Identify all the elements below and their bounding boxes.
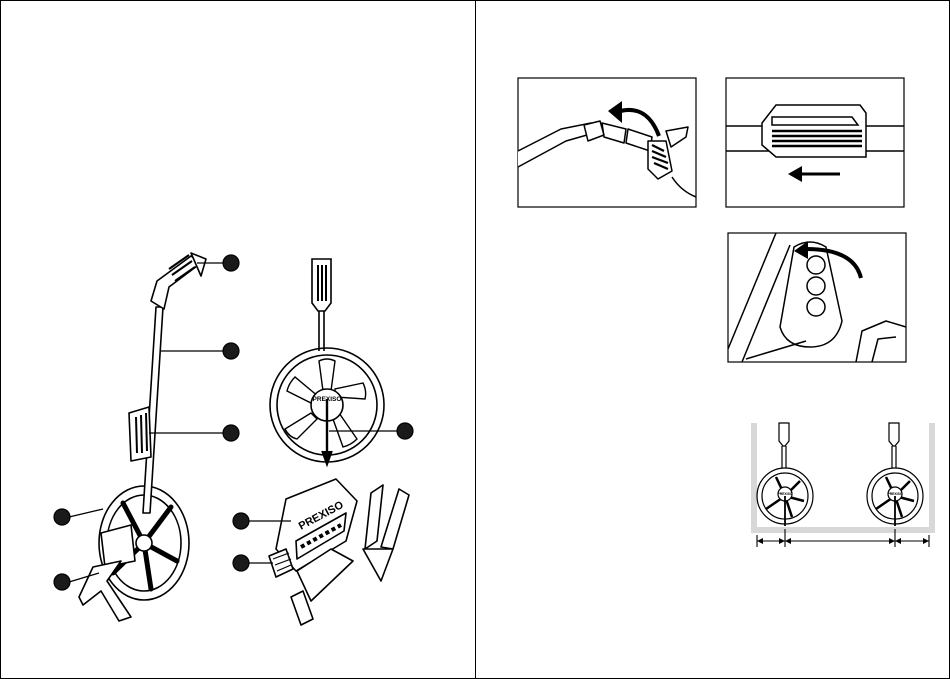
step-slide-clamp-panel xyxy=(726,78,904,207)
right-wheel-handle xyxy=(889,423,899,446)
callout-marker-kickstand xyxy=(54,574,70,590)
pointer-tip xyxy=(322,451,332,465)
callout-marker-pointer xyxy=(397,423,413,439)
callout-marker-handle xyxy=(223,255,239,271)
right-wheel-logo: PREXISO xyxy=(887,492,902,496)
wall-to-wall-measurement: PREXISO PREXISO xyxy=(751,423,935,547)
step-unfold-handle-panel xyxy=(518,78,696,207)
front-shaft xyxy=(319,311,324,351)
steps-diagram: PREXISO PREXISO xyxy=(476,1,949,678)
wheel-hub xyxy=(136,535,152,551)
callout-line-wheel xyxy=(69,509,103,517)
step-flip-kickstand-panel xyxy=(728,233,906,362)
left-page: PREXISO PREXISO xyxy=(0,0,476,679)
clamp-slot xyxy=(772,117,858,125)
callout-marker-wheel xyxy=(54,509,70,525)
counter-arm-1 xyxy=(365,485,383,549)
measuring-wheel-side-view xyxy=(79,253,206,621)
left-wheel-logo: PREXISO xyxy=(777,492,792,496)
callout-marker-reset xyxy=(233,555,249,571)
callout-marker-clamp xyxy=(223,425,239,441)
parts-diagram: PREXISO PREXISO xyxy=(1,1,475,678)
kickstand xyxy=(79,561,131,621)
measuring-wheel-front-view xyxy=(270,259,384,465)
counter-box xyxy=(101,525,135,567)
folding-clamp xyxy=(129,407,151,461)
counter-arm-2 xyxy=(381,489,409,549)
left-wheel-handle xyxy=(779,423,789,446)
callout-marker-shaft xyxy=(223,343,239,359)
right-page: PREXISO PREXISO xyxy=(475,0,950,679)
callout-marker-counter xyxy=(233,513,249,529)
front-wheel-logo: PREXISO xyxy=(313,396,342,403)
